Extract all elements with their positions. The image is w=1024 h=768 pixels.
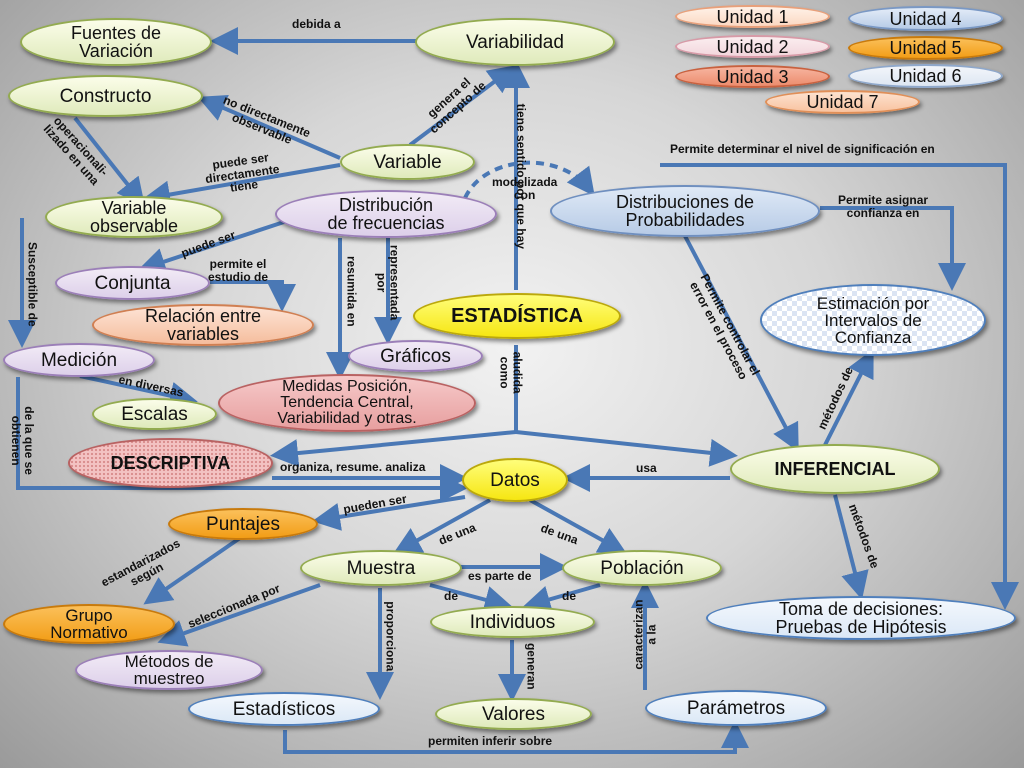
label-organiza: organiza, resume. analiza (280, 460, 426, 474)
node-estimacion-intervalos[interactable]: Estimación por Intervalos de Confianza (760, 284, 986, 356)
node-poblacion[interactable]: Población (562, 550, 722, 586)
label-permite-nivel: Permite determinar el nivel de significa… (670, 142, 935, 156)
unidad-4[interactable]: Unidad 4 (848, 6, 1003, 31)
node-estadistica[interactable]: ESTADÍSTICA (413, 293, 621, 339)
node-datos[interactable]: Datos (462, 458, 568, 502)
node-muestra[interactable]: Muestra (300, 550, 462, 586)
arrow-variable-observable (142, 163, 341, 209)
node-valores[interactable]: Valores (435, 698, 592, 730)
label-de-la-que-se-obtienen: de la que se obtienen (9, 406, 36, 475)
node-metodos-muestreo[interactable]: Métodos de muestreo (75, 650, 263, 690)
node-conjunta[interactable]: Conjunta (55, 266, 210, 300)
node-descriptiva[interactable]: DESCRIPTIVA (68, 438, 273, 488)
dashed-modelizada (463, 160, 595, 199)
label-proporciona: proporciona (383, 601, 398, 672)
label-generan: generan (524, 642, 539, 690)
label-resumida-en: resumida en (344, 255, 359, 327)
node-estadisticos[interactable]: Estadísticos (188, 692, 380, 726)
arrow-estadisticos-parametros (283, 720, 749, 754)
node-individuos[interactable]: Individuos (430, 606, 595, 638)
unidad-7[interactable]: Unidad 7 (765, 90, 920, 114)
node-variabilidad[interactable]: Variabilidad (415, 18, 615, 66)
arrow-probabilidades-inferencial (683, 235, 799, 453)
arrow-datos-poblacion (529, 498, 627, 554)
node-puntajes[interactable]: Puntajes (168, 508, 318, 540)
label-es-parte-de: es parte de (468, 569, 532, 583)
label-de-1: de (444, 589, 459, 603)
arrow-estadistica-inferencial (515, 430, 738, 467)
arrow-estadistica-descriptiva (270, 430, 517, 468)
node-constructo[interactable]: Constructo (8, 75, 203, 117)
arrow-puntajes-grupo (143, 536, 242, 605)
arrow-distfrec-conjunta (137, 218, 291, 276)
arrow-conjunta-relacion (210, 280, 296, 312)
node-graficos[interactable]: Gráficos (348, 340, 483, 372)
node-distribuciones-probabilidades[interactable]: Distribuciones de Probabilidades (550, 185, 820, 237)
node-medidas[interactable]: Medidas Posición, Tendencia Central, Var… (218, 374, 476, 432)
label-de-2: de (562, 589, 577, 603)
label-representada-por: representada por (374, 244, 402, 321)
node-parametros[interactable]: Parámetros (645, 690, 827, 726)
label-aludida-como: aludida como (498, 351, 525, 394)
arrow-variable-variabilidad (408, 65, 517, 147)
arrow-muestra-metodos (157, 583, 321, 647)
arrow-constructo-observable (73, 116, 145, 207)
arrow-datos-muestra (393, 498, 491, 554)
label-permite-confianza: Permite asignar confianza en (838, 193, 929, 220)
arrow-variable-constructo (197, 95, 341, 160)
node-grupo-normativo[interactable]: Grupo Normativo (3, 604, 175, 644)
label-debida-a: debida a (292, 17, 341, 31)
arrow-nivel-significacion (660, 163, 1019, 610)
node-variable-observable[interactable]: Variable observable (45, 196, 223, 238)
unidad-3[interactable]: Unidad 3 (675, 65, 830, 88)
label-modelizada-con: modelizada con (492, 175, 558, 202)
node-toma-decisiones[interactable]: Toma de decisiones: Pruebas de Hipótesis (706, 596, 1016, 640)
arrow-poblacion-individuos (522, 583, 601, 613)
unidad-5[interactable]: Unidad 5 (848, 36, 1003, 60)
arrow-medicion-datos (16, 377, 468, 502)
unidad-1[interactable]: Unidad 1 (675, 5, 830, 28)
node-inferencial[interactable]: INFERENCIAL (730, 444, 940, 494)
node-fuentes-variacion[interactable]: Fuentes de Variación (20, 18, 212, 66)
label-susceptible-de: Susceptible de (25, 241, 40, 327)
arrow-medicion-escalas (79, 374, 198, 410)
node-escalas[interactable]: Escalas (92, 398, 217, 430)
unidad-2[interactable]: Unidad 2 (675, 35, 830, 58)
label-permite-estudio: permite el estudio de (208, 257, 269, 284)
arrow-muestra-individuos (429, 583, 513, 614)
arrow-inferencial-toma (833, 494, 869, 600)
label-permiten-inferir: permiten inferir sobre (428, 734, 553, 748)
node-relacion-variables[interactable]: Relación entre variables (92, 304, 314, 346)
node-variable[interactable]: Variable (340, 144, 475, 180)
node-distribucion-frecuencias[interactable]: Distribución de frecuencias (275, 190, 497, 238)
arrow-probabilidades-estimacion (820, 206, 966, 291)
label-caracterizan: caracterizan a la (631, 599, 659, 670)
unidad-6[interactable]: Unidad 6 (848, 64, 1003, 88)
label-usa: usa (636, 461, 657, 475)
node-medicion[interactable]: Medición (3, 343, 155, 377)
arrow-inferencial-estimacion (823, 348, 874, 446)
arrow-datos-puntajes (312, 495, 466, 531)
